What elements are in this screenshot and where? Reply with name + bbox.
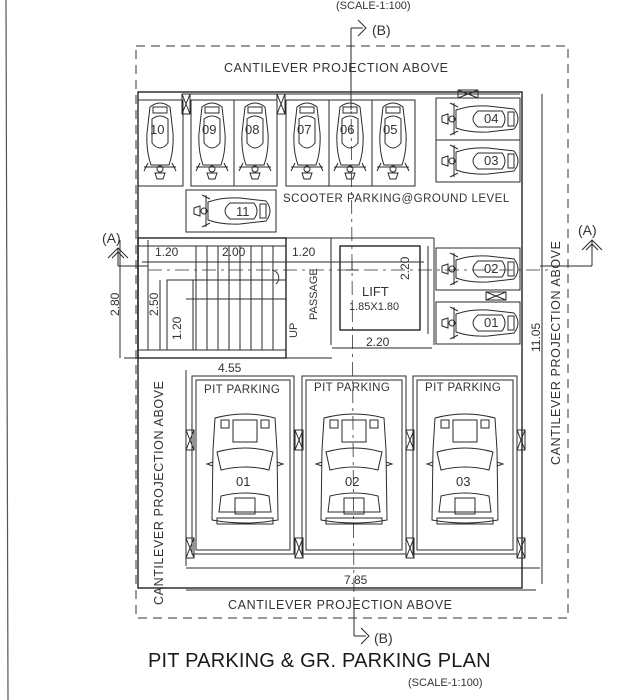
section-b-top-label: (B)	[372, 22, 391, 38]
cantilever-label-left: CANTILEVER PROJECTION ABOVE	[152, 380, 166, 605]
lift	[339, 245, 421, 331]
scooter-parking-label: SCOOTER PARKING@GROUND LEVEL	[283, 193, 510, 205]
dim-overall-depth: 11.05	[529, 323, 543, 352]
dim-stair-depth-inner: 2.50	[147, 292, 161, 316]
section-a-left-label: (A)	[102, 230, 121, 246]
scooter-slot-05: 05	[383, 122, 397, 137]
drawing-title: PIT PARKING & GR. PARKING PLAN	[148, 650, 491, 672]
scooter-slot-07: 07	[297, 122, 311, 137]
pit-parking-label-03: PIT PARKING	[425, 382, 501, 394]
pit-parking-label-01: PIT PARKING	[204, 384, 280, 396]
cantilever-outline	[135, 45, 569, 619]
scale-note-bottom: (SCALE-1:100)	[408, 677, 483, 689]
lift-label: LIFT	[362, 284, 389, 299]
section-line-b	[350, 91, 355, 601]
dim-stair-depth-outer: 2.80	[108, 292, 122, 316]
cantilever-label-bottom: CANTILEVER PROJECTION ABOVE	[228, 598, 453, 612]
pit-parking-area	[185, 370, 526, 566]
dim-stair-flight: 2.00	[222, 245, 246, 259]
scooter-slot-03: 03	[484, 153, 498, 168]
pit-parking-label-02: PIT PARKING	[314, 382, 390, 394]
scooter-slot-02: 02	[484, 261, 498, 276]
pit-parking-number-01: 01	[236, 474, 250, 489]
dim-passage-width: 1.20	[292, 245, 316, 259]
section-a-right-label: (A)	[578, 222, 597, 238]
section-marker-a-right	[540, 239, 603, 267]
scooter-slots-right	[435, 247, 521, 345]
scooter-slot-08: 08	[245, 122, 259, 137]
scooter-slots-top-right	[435, 89, 521, 183]
stair-up-label: UP	[288, 323, 300, 338]
pit-parking-number-02: 02	[345, 474, 359, 489]
sheet-border	[5, 0, 9, 700]
dimension-lines	[119, 94, 543, 591]
scooter-slot-11-group	[185, 189, 277, 233]
scooter-slot-11: 11	[236, 204, 250, 219]
scooter-slot-04: 04	[484, 111, 498, 126]
dim-landing-width: 1.20	[170, 316, 184, 340]
dim-core-width: 4.55	[218, 361, 242, 375]
scooter-slot-10: 10	[150, 122, 164, 137]
scooter-slot-01: 01	[484, 315, 498, 330]
scooter-slot-06: 06	[340, 122, 354, 137]
pit-parking-number-03: 03	[456, 474, 470, 489]
passage-label: PASSAGE	[308, 268, 320, 320]
lift-size: 1.85X1.80	[349, 301, 399, 313]
dim-pit-total-width: 7.85	[344, 573, 368, 587]
section-b-bottom-label: (B)	[374, 630, 393, 646]
dim-lift-height: 2.20	[398, 256, 412, 280]
section-marker-b-bottom	[353, 600, 370, 645]
staircase	[137, 237, 287, 359]
scooter-slots-vertical	[137, 93, 416, 187]
cantilever-label-right: CANTILEVER PROJECTION ABOVE	[549, 240, 563, 465]
section-marker-a-left	[107, 247, 148, 267]
scale-note-top: (SCALE-1:100)	[336, 0, 411, 12]
cantilever-label-top: CANTILEVER PROJECTION ABOVE	[224, 61, 449, 75]
dim-stair-left-width: 1.20	[155, 245, 179, 259]
dim-lift-width: 2.20	[366, 335, 390, 349]
scooter-slot-09: 09	[202, 122, 216, 137]
